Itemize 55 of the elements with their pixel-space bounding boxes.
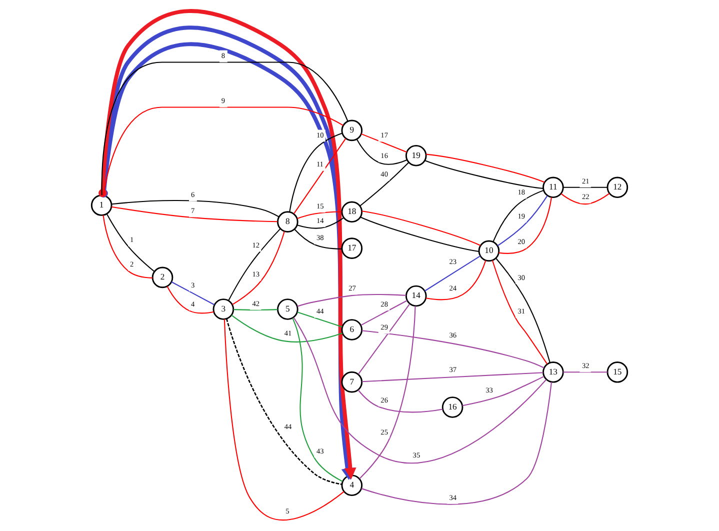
connector xyxy=(498,197,552,254)
connector xyxy=(234,309,278,310)
connector xyxy=(360,300,408,326)
node-circle: 6 xyxy=(341,319,363,340)
node-circle: 4 xyxy=(341,474,363,496)
connector xyxy=(359,306,416,480)
connector xyxy=(424,160,544,189)
connector xyxy=(171,281,215,306)
connector xyxy=(358,390,443,413)
connector xyxy=(224,319,344,521)
connector xyxy=(231,314,343,342)
node-circle: 5 xyxy=(277,298,298,320)
connector xyxy=(560,193,610,205)
connector xyxy=(360,216,480,252)
node-circle: 3 xyxy=(212,298,234,320)
node-circle: 9 xyxy=(341,120,363,142)
node-circle: 16 xyxy=(442,396,464,418)
connector xyxy=(563,186,608,188)
connector xyxy=(462,376,544,406)
connector xyxy=(362,372,544,382)
node-circle: 8 xyxy=(277,211,298,232)
connector xyxy=(297,312,342,328)
node-circle: 14 xyxy=(405,285,427,307)
connector xyxy=(166,286,214,314)
node-circle: 15 xyxy=(606,361,628,383)
connector xyxy=(294,228,342,250)
connector xyxy=(563,372,608,373)
connector xyxy=(426,154,545,183)
node-circle: 18 xyxy=(341,201,363,223)
connector xyxy=(102,106,344,196)
node-circle: 1 xyxy=(90,194,112,216)
connector xyxy=(356,139,408,165)
connector xyxy=(492,190,544,242)
connector xyxy=(292,318,343,482)
node-circle: 19 xyxy=(405,144,427,166)
node-circle: 17 xyxy=(341,238,363,259)
connector xyxy=(102,215,153,278)
node-circle: 13 xyxy=(542,361,564,383)
connector xyxy=(297,294,406,307)
connector xyxy=(297,211,342,219)
connector xyxy=(226,318,342,485)
node-circle: 2 xyxy=(152,266,174,288)
node-circle: 12 xyxy=(606,176,628,198)
connector xyxy=(101,62,348,196)
connector xyxy=(361,133,407,153)
connector xyxy=(497,195,548,246)
node-circle: 10 xyxy=(478,240,500,262)
connector xyxy=(106,214,155,272)
node-circle: 11 xyxy=(542,176,564,198)
connector xyxy=(297,217,344,229)
connector xyxy=(358,304,410,374)
connector xyxy=(362,210,481,246)
connector xyxy=(426,260,486,300)
connector xyxy=(360,162,410,206)
node-circle: 7 xyxy=(341,371,363,393)
